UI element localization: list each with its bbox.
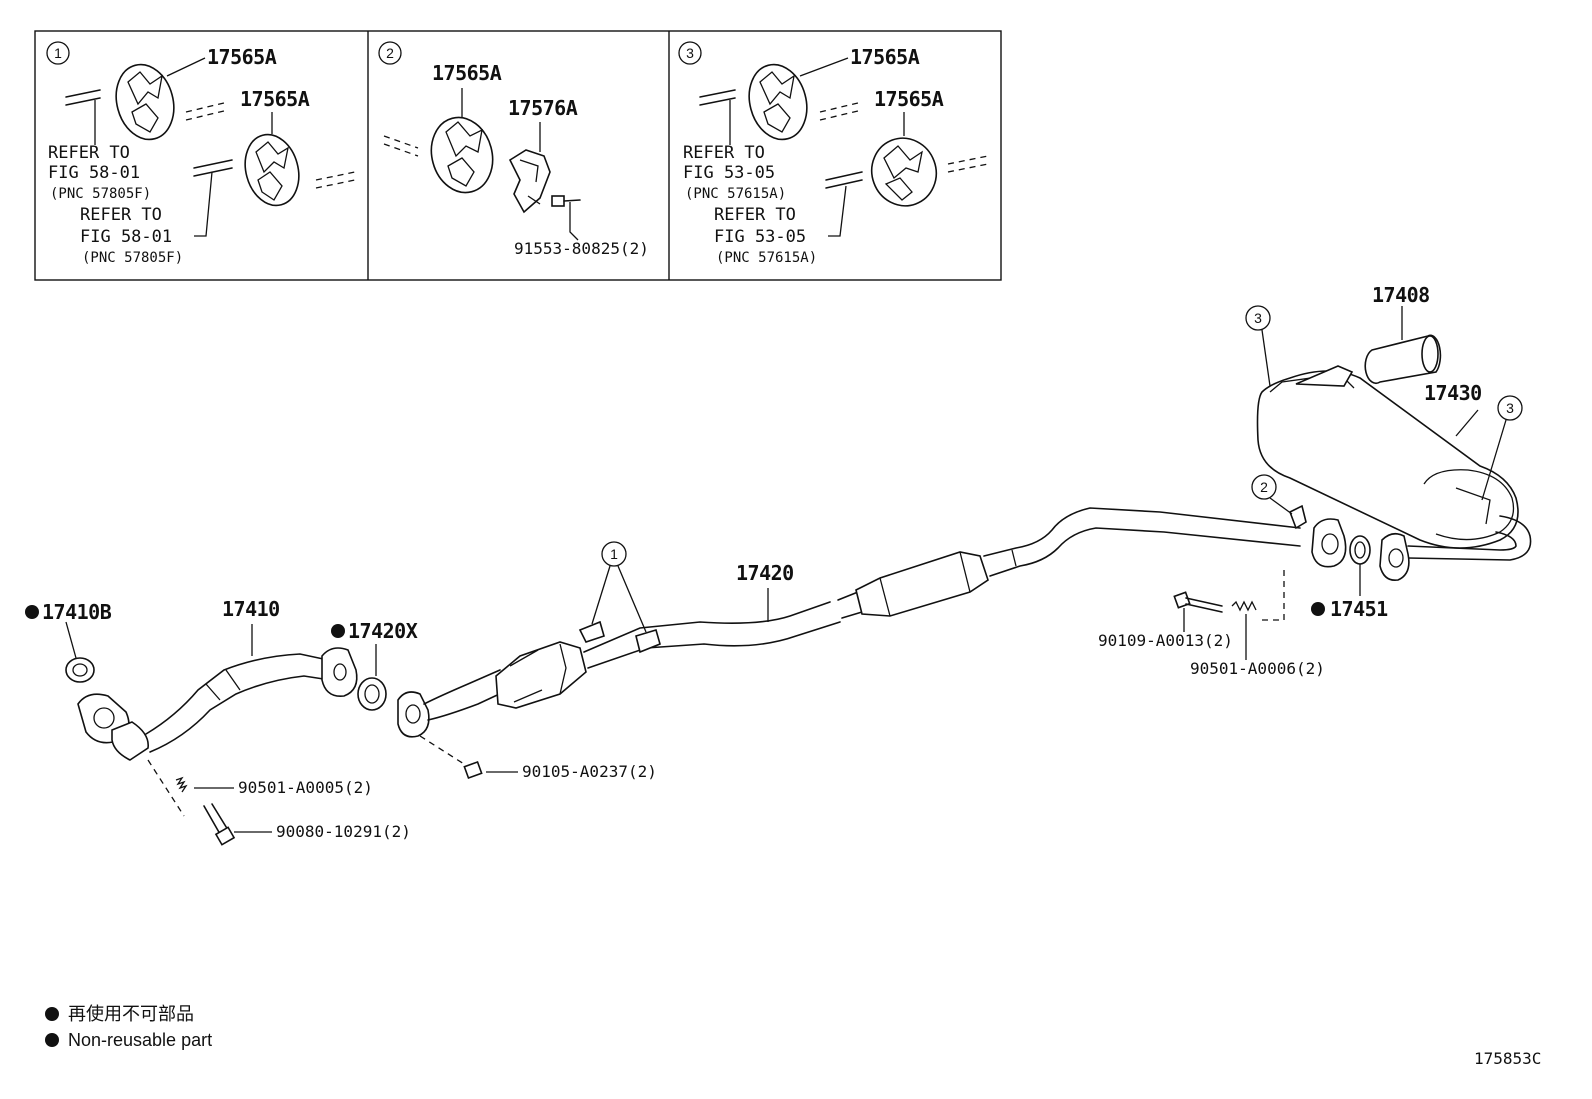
part-90109: 90109-A0013(2) <box>1098 631 1233 650</box>
legend-line-en: Non-reusable part <box>68 1030 212 1050</box>
non-reusable-dot <box>1311 602 1325 616</box>
hanger-rubber-icon <box>748 63 808 141</box>
panel-2-index-circle <box>378 41 402 65</box>
panel-3-ref-b-line3: (PNC 57615A) <box>716 250 817 266</box>
panel-1-index-circle <box>46 41 70 65</box>
legend-line-jp: 再使用不可部品 <box>68 1004 194 1024</box>
bracket-icon <box>508 149 551 214</box>
panel-3-ref-a-line2: FIG 53-05 <box>683 163 775 183</box>
panel-2-label-a: 17565A <box>432 61 502 85</box>
front-spring-90501: 90501-A0005(2) <box>147 759 373 817</box>
non-reusable-dot <box>25 605 39 619</box>
part-17410B: 17410B <box>42 600 112 624</box>
part-17410: 17410 <box>222 597 280 621</box>
panel-3-ref-a-line1: REFER TO <box>683 143 765 163</box>
hanger-rubber-icon <box>115 63 175 141</box>
hanger-rubber-icon <box>244 133 300 207</box>
part-90105: 90105-A0237(2) <box>522 762 657 781</box>
panel-3-index-circle <box>678 41 702 65</box>
panel-3-ref-b-line1: REFER TO <box>714 205 796 225</box>
rear-flange-joint: 17451 <box>1258 504 1410 621</box>
part-90080: 90080-10291(2) <box>276 822 411 841</box>
callout-3-index: 3 <box>1506 400 1514 416</box>
panel-2: 2 17565A 17576A 91553-80825(2) <box>378 41 649 258</box>
legend-dot <box>45 1007 59 1021</box>
panel-frame <box>34 30 1002 281</box>
non-reusable-dot <box>331 624 345 638</box>
panel-3-ref-b-line2: FIG 53-05 <box>714 227 806 247</box>
hanger-rubber-icon <box>870 137 938 207</box>
rear-bolt-90109: 90109-A0013(2) <box>1098 591 1233 650</box>
callout-3-muffler-rear: 3 <box>1481 395 1523 501</box>
panel-2-index: 2 <box>386 45 394 61</box>
panel-1-ref-a-line3: (PNC 57805F) <box>50 186 151 202</box>
panel-1-ref-a-line1: REFER TO <box>48 143 130 163</box>
part-17420: 17420 <box>736 561 794 585</box>
gasket-17420X: 17420X <box>331 619 418 711</box>
front-pipe-17410: 17410 <box>77 597 358 761</box>
muffler-17430: 17430 <box>1256 365 1532 561</box>
part-90501-rear: 90501-A0006(2) <box>1190 659 1325 678</box>
panel-3-index: 3 <box>686 45 694 61</box>
gasket-17410B: 17410B <box>25 600 112 683</box>
part-17408: 17408 <box>1372 283 1430 307</box>
panel-3-ref-a-line3: (PNC 57615A) <box>685 186 786 202</box>
legend-dot <box>45 1033 59 1047</box>
panel-1-label-a: 17565A <box>207 45 277 69</box>
panel-3-label-a: 17565A <box>850 45 920 69</box>
bolt-icon <box>551 195 581 207</box>
figure-id: 175853C <box>1474 1049 1541 1068</box>
callout-3-muffler-front: 3 <box>1245 305 1271 387</box>
part-17420X: 17420X <box>348 619 418 643</box>
center-pipe-17420: 17420 <box>397 507 1301 738</box>
panel-1-ref-b-line2: FIG 58-01 <box>80 227 172 247</box>
part-90501-front: 90501-A0005(2) <box>238 778 373 797</box>
detail-panels <box>34 30 1002 281</box>
panel-1-ref-b-line1: REFER TO <box>80 205 162 225</box>
front-bolt-90080: 90080-10291(2) <box>203 803 411 846</box>
panel-3-label-b: 17565A <box>874 87 944 111</box>
legend: 再使用不可部品 Non-reusable part <box>45 1004 212 1050</box>
panel-2-label-c: 91553-80825(2) <box>514 239 649 258</box>
callout-3-index: 3 <box>1254 310 1262 326</box>
panel-1-ref-b-line3: (PNC 57805F) <box>82 250 183 266</box>
part-17430: 17430 <box>1424 381 1482 405</box>
callout-2-index: 2 <box>1260 479 1268 495</box>
callout-1-index: 1 <box>610 546 618 562</box>
panel-2-label-b: 17576A <box>508 96 578 120</box>
part-17451: 17451 <box>1330 597 1388 621</box>
hanger-rubber-icon <box>430 116 494 194</box>
tail-pipe-17408: 17408 <box>1364 283 1442 385</box>
panel-1-index: 1 <box>54 45 62 61</box>
panel-1-label-b: 17565A <box>240 87 310 111</box>
rear-spring-90501: 90501-A0006(2) <box>1190 600 1325 678</box>
center-bolt-90105: 90105-A0237(2) <box>419 735 657 781</box>
panel-1: 1 17565A REFER TO FIG 58-01 (PNC 57805F)… <box>46 41 356 266</box>
callout-2-rear-hanger: 2 <box>1251 474 1293 515</box>
panel-1-ref-a-line2: FIG 58-01 <box>48 163 140 183</box>
callout-1-center-pipe: 1 <box>591 541 647 633</box>
panel-3: 3 17565A REFER TO FIG 53-05 (PNC 57615A)… <box>678 41 989 266</box>
